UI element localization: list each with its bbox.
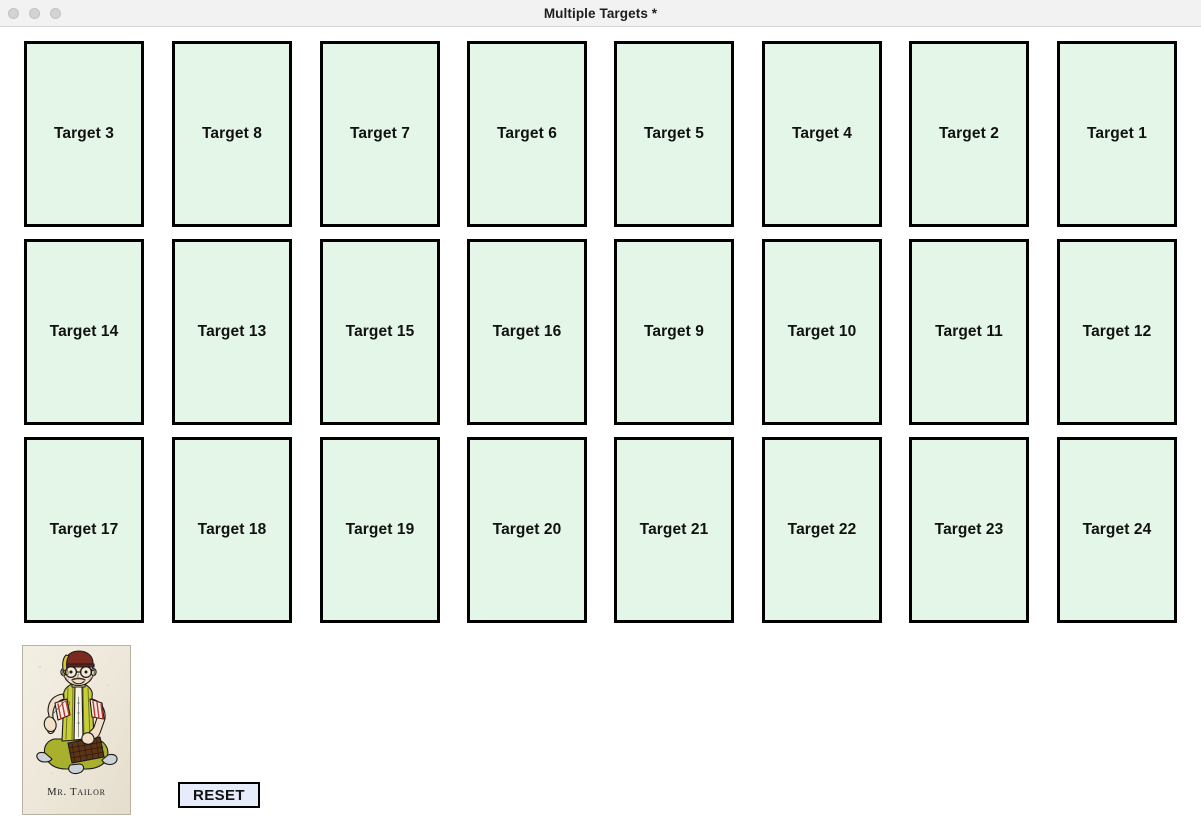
target-tile-1-3[interactable]: Target 16 (467, 239, 587, 425)
target-tile-1-7[interactable]: Target 12 (1057, 239, 1177, 425)
target-tile-0-3[interactable]: Target 6 (467, 41, 587, 227)
target-tile-label: Target 2 (939, 125, 999, 142)
target-tile-label: Target 23 (934, 521, 1004, 538)
reset-button[interactable]: RESET (178, 782, 260, 808)
target-tile-label: Target 12 (1082, 323, 1152, 340)
reset-button-label: RESET (192, 786, 245, 804)
target-tile-label: Target 22 (787, 521, 857, 538)
target-tile-label: Target 4 (792, 125, 852, 142)
target-tile-label: Target 17 (49, 521, 119, 538)
target-tile-2-3[interactable]: Target 20 (467, 437, 587, 623)
target-tile-2-0[interactable]: Target 17 (24, 437, 144, 623)
target-tile-label: Target 1 (1087, 125, 1147, 142)
target-tile-1-1[interactable]: Target 13 (172, 239, 292, 425)
target-tile-0-4[interactable]: Target 5 (614, 41, 734, 227)
window-titlebar: Multiple Targets * (0, 0, 1201, 27)
window-controls (8, 0, 61, 27)
target-tile-label: Target 9 (644, 323, 704, 340)
target-tile-1-5[interactable]: Target 10 (762, 239, 882, 425)
target-tile-label: Target 8 (202, 125, 262, 142)
maximize-button-icon[interactable] (50, 8, 61, 19)
target-tile-2-2[interactable]: Target 19 (320, 437, 440, 623)
close-button-icon[interactable] (8, 8, 19, 19)
target-tile-1-2[interactable]: Target 15 (320, 239, 440, 425)
target-tile-1-0[interactable]: Target 14 (24, 239, 144, 425)
target-tile-1-4[interactable]: Target 9 (614, 239, 734, 425)
target-tile-label: Target 24 (1082, 521, 1152, 538)
minimize-button-icon[interactable] (29, 8, 40, 19)
target-tile-label: Target 16 (492, 323, 562, 340)
target-tile-0-2[interactable]: Target 7 (320, 41, 440, 227)
target-tile-label: Target 19 (345, 521, 415, 538)
mr-tailor-card-image: MR. TAILOR (22, 645, 131, 815)
window-title: Multiple Targets * (543, 6, 658, 21)
target-tile-label: Target 15 (345, 323, 415, 340)
target-tile-label: Target 13 (197, 323, 267, 340)
target-tile-0-6[interactable]: Target 2 (909, 41, 1029, 227)
target-tile-0-1[interactable]: Target 8 (172, 41, 292, 227)
target-tile-label: Target 7 (350, 125, 410, 142)
target-tile-label: Target 6 (497, 125, 557, 142)
target-tile-0-0[interactable]: Target 3 (24, 41, 144, 227)
target-tile-2-7[interactable]: Target 24 (1057, 437, 1177, 623)
target-tile-2-1[interactable]: Target 18 (172, 437, 292, 623)
target-tile-label: Target 18 (197, 521, 267, 538)
target-tile-1-6[interactable]: Target 11 (909, 239, 1029, 425)
svg-text:MR. TAILOR: MR. TAILOR (47, 787, 106, 798)
target-tile-2-5[interactable]: Target 22 (762, 437, 882, 623)
target-tile-label: Target 3 (54, 125, 114, 142)
target-tile-label: Target 20 (492, 521, 562, 538)
target-tile-label: Target 5 (644, 125, 704, 142)
window-content: Target 3 Target 8 Target 7 Target 6 Targ… (0, 28, 1201, 826)
target-tile-0-7[interactable]: Target 1 (1057, 41, 1177, 227)
target-tile-2-6[interactable]: Target 23 (909, 437, 1029, 623)
target-tile-label: Target 10 (787, 323, 857, 340)
target-tile-label: Target 21 (639, 521, 709, 538)
target-tile-label: Target 11 (935, 323, 1003, 340)
target-tile-label: Target 14 (49, 323, 119, 340)
target-tile-0-5[interactable]: Target 4 (762, 41, 882, 227)
target-tile-2-4[interactable]: Target 21 (614, 437, 734, 623)
